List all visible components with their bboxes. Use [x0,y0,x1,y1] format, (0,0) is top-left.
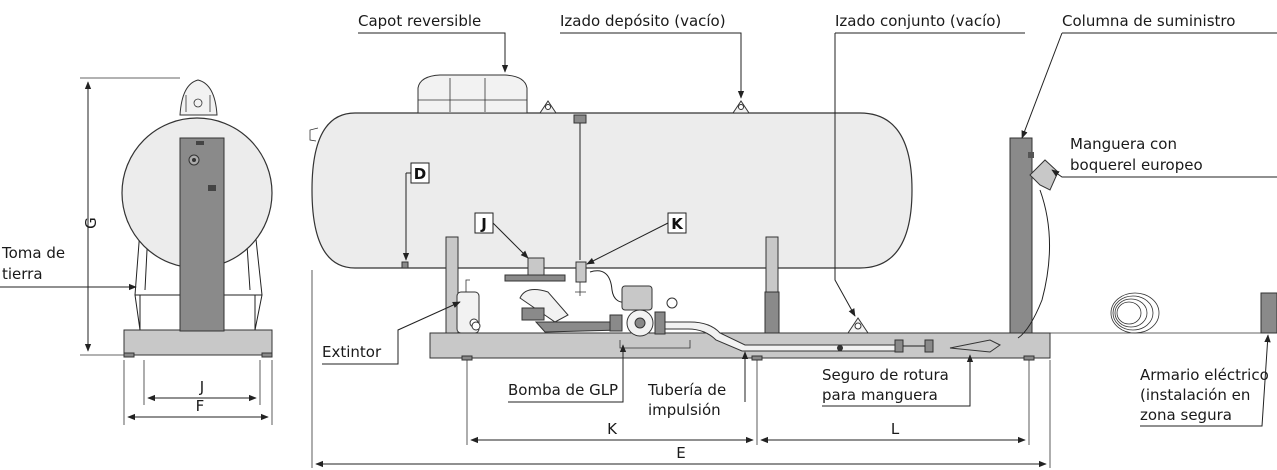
dimension-l-label: L [891,420,900,438]
bomba-label: Bomba de GLP [508,381,618,399]
dimension-k: K [466,360,758,445]
svg-text:J: J [480,215,487,233]
seguro-label-line2: para manguera [822,386,938,404]
callout-columna: Columna de suministro [1022,12,1277,138]
hose-coil [1110,292,1160,334]
dimension-f-label: F [196,397,205,415]
callout-capot: Capot reversible [358,12,509,73]
end-view-skid [123,329,273,356]
callout-bomba: Bomba de GLP [508,344,627,403]
marker-d: D [402,162,430,261]
seguro-label-line1: Seguro de rotura [822,366,949,384]
extintor-label: Extintor [322,343,382,361]
columna-suministro [1009,137,1033,334]
callout-izado-deposito: Izado depósito (vacío) [560,12,745,99]
end-view-cap [179,79,218,116]
dimension-e: E [311,270,1051,468]
dimension-e-label: E [676,444,685,462]
front-view-tank [311,112,913,269]
svg-text:K: K [671,215,684,233]
callout-manguera: Manguera con boquerel europeo [1051,135,1277,178]
svg-text:D: D [414,165,426,183]
armario-label-line2: (instalación en [1140,386,1250,404]
manguera-label-line1: Manguera con [1070,135,1177,153]
izado-deposito-label: Izado depósito (vacío) [560,12,726,30]
end-view-column [179,137,225,332]
callout-tuberia: Tubería de impulsión [647,351,749,419]
columna-label: Columna de suministro [1062,12,1235,30]
dimension-g: G [80,77,180,356]
boquerel [1029,159,1059,191]
marker-k: K [586,212,687,265]
end-view: Toma de tierra [0,79,273,358]
marker-j: J [474,212,529,259]
capot-label: Capot reversible [358,12,481,30]
izado-conjunto-label: Izado conjunto (vacío) [835,12,1001,30]
dimension-f: F [123,360,273,425]
tuberia-label-line2: impulsión [648,401,721,419]
armario-label-line1: Armario eléctrico [1140,366,1269,384]
dimension-k-label: K [607,420,618,438]
dimension-j-label: J [199,378,204,396]
callout-izado-conjunto: Izado conjunto (vacío) [834,12,1025,316]
toma-tierra-label-line1: Toma de [1,244,65,262]
tuberia-label-line1: Tubería de [647,381,726,399]
capot-reversible [417,74,528,114]
callout-extintor: Extintor [322,301,461,365]
toma-tierra-label-line2: tierra [2,265,43,283]
valve-k [575,261,587,283]
dimension-g-label: G [82,217,100,229]
dimension-j: J [143,360,261,405]
dimension-l: L [760,360,1030,445]
callout-seguro: Seguro de rotura para manguera [822,354,974,407]
front-view [309,74,1277,361]
manguera-label-line2: boquerel europeo [1070,156,1203,174]
armario-electrico [1260,292,1277,334]
front-view-skid [429,332,1051,359]
callout-armario: Armario eléctrico (instalación en zona s… [1140,334,1271,427]
armario-label-line3: zona segura [1140,406,1232,424]
seguro-rotura [949,339,1001,353]
